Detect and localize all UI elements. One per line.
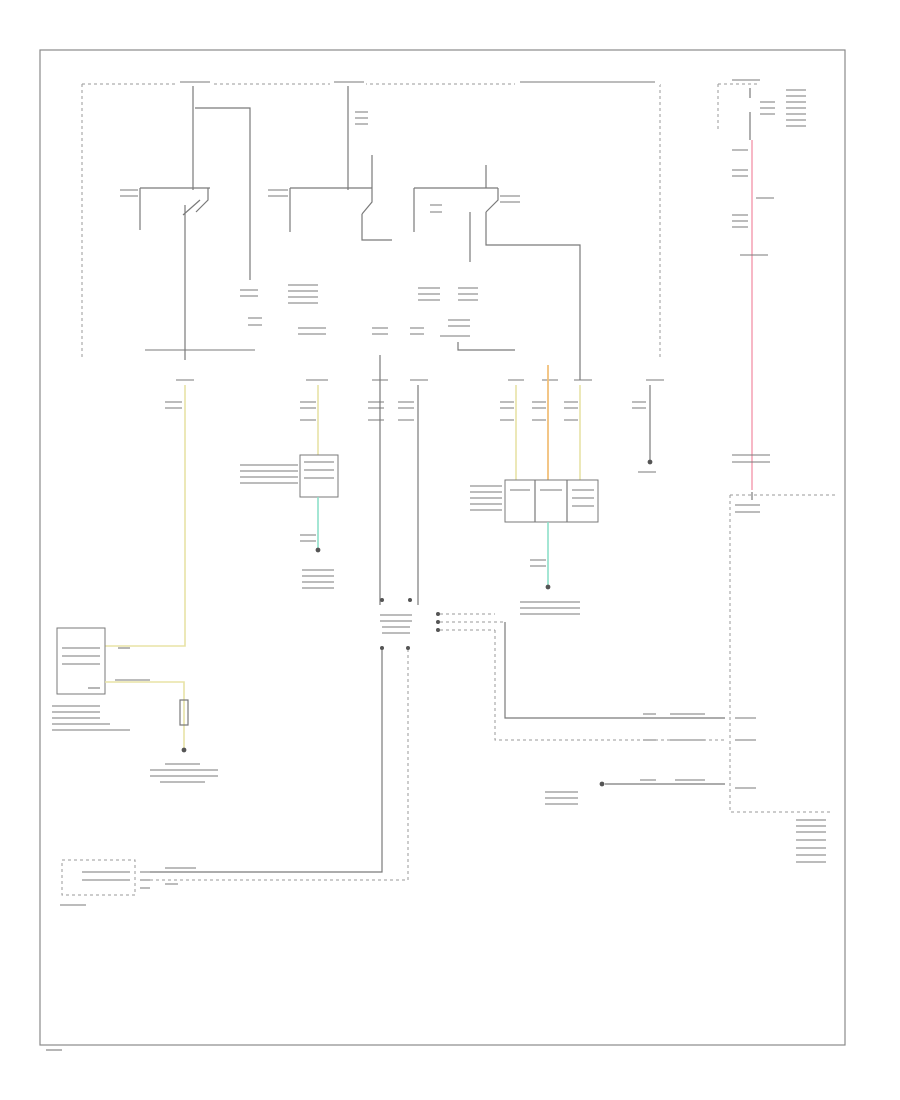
fuse-block-far-right — [717, 79, 806, 140]
junction-center — [380, 598, 505, 650]
relay-1 — [120, 187, 210, 360]
module-right — [729, 492, 835, 863]
wire-bus-b — [494, 630, 725, 741]
wire-bottom-b — [150, 650, 409, 881]
module-bottom-left — [60, 859, 150, 906]
top-bus-dashed — [81, 83, 661, 360]
wire-yellow-left-lower — [105, 681, 185, 748]
fuse-block-right — [515, 76, 660, 85]
relay-3 — [413, 165, 581, 380]
relay-2 — [289, 155, 392, 241]
module-left-lower — [56, 627, 106, 695]
diagram-frame — [39, 49, 846, 1046]
fuse-block-center — [330, 76, 366, 85]
module-center-left — [240, 454, 339, 498]
wire-yellow-left — [105, 385, 186, 647]
wire-bus-a — [504, 622, 725, 719]
fuse-block-left — [176, 76, 212, 85]
wire-bottom-a — [150, 650, 383, 873]
module-center-right — [470, 479, 599, 523]
